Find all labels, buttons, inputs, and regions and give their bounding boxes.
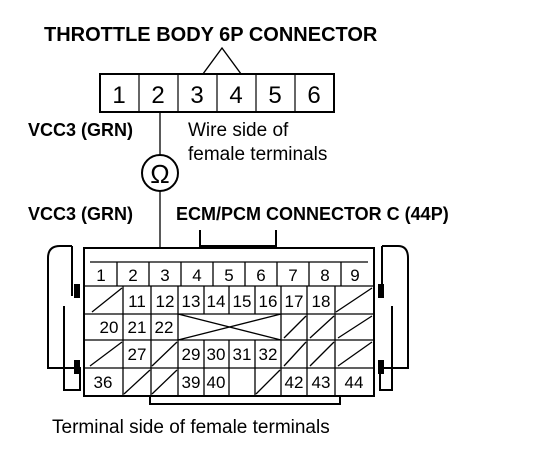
ecm-pin-40: 40 [207, 373, 226, 392]
terminal-side-caption: Terminal side of female terminals [52, 417, 330, 438]
ecm-pin-43: 43 [312, 373, 331, 392]
throttle-pin-4: 4 [229, 82, 242, 109]
ecm-pin-labels: 1 2 3 4 5 6 7 8 9 11 12 13 14 15 16 17 1… [94, 266, 364, 392]
lock-tab-left [74, 284, 80, 298]
upper-wire-label: VCC3 (GRN) [28, 120, 133, 140]
throttle-pin-2: 2 [151, 82, 164, 109]
throttle-pin-1: 1 [112, 82, 125, 109]
ecm-pin-17: 17 [285, 292, 304, 311]
lower-wire-label: VCC3 (GRN) [28, 204, 133, 224]
ecm-pin-13: 13 [182, 292, 201, 311]
ecm-pin-9: 9 [350, 266, 359, 285]
ecm-pin-14: 14 [207, 292, 226, 311]
throttle-connector-pins: 1 2 3 4 5 6 [112, 74, 321, 112]
throttle-pin-6: 6 [307, 82, 320, 109]
ecm-pin-31: 31 [233, 345, 252, 364]
lock-tab-left-lower [74, 360, 80, 374]
lock-tab-right [378, 284, 384, 298]
ecm-pin-39: 39 [182, 373, 201, 392]
wire-side-line1: Wire side of [188, 120, 289, 141]
ecm-pin-15: 15 [233, 292, 252, 311]
lock-tab-right-lower [378, 360, 384, 374]
ohm-symbol: Ω [150, 159, 169, 189]
ecm-pin-4: 4 [192, 266, 201, 285]
ecm-pin-20: 20 [100, 318, 119, 337]
ecm-pin-36: 36 [94, 373, 113, 392]
ecm-pin-6: 6 [256, 266, 265, 285]
connector-key-tab [199, 46, 245, 79]
ecm-pin-42: 42 [285, 373, 304, 392]
ecm-pin-5: 5 [224, 266, 233, 285]
ecm-pin-30: 30 [207, 345, 226, 364]
wire-side-line2: female terminals [188, 144, 327, 165]
ecm-pin-27: 27 [128, 345, 147, 364]
ecm-pin-1: 1 [96, 266, 105, 285]
ecm-pin-12: 12 [156, 292, 175, 311]
ecm-pin-18: 18 [312, 292, 331, 311]
throttle-connector-title: THROTTLE BODY 6P CONNECTOR [44, 24, 378, 46]
ecm-pin-8: 8 [320, 266, 329, 285]
ecm-pin-2: 2 [128, 266, 137, 285]
ecm-pin-29: 29 [182, 345, 201, 364]
ecm-pin-22: 22 [155, 318, 174, 337]
ecm-connector-title: ECM/PCM CONNECTOR C (44P) [176, 204, 449, 224]
ecm-pin-3: 3 [160, 266, 169, 285]
throttle-pin-3: 3 [190, 82, 203, 109]
ecm-pin-11: 11 [128, 292, 146, 311]
ecm-pin-21: 21 [128, 318, 147, 337]
ecm-pin-7: 7 [288, 266, 297, 285]
ecm-pin-32: 32 [259, 345, 278, 364]
throttle-pin-5: 5 [268, 82, 281, 109]
ecm-pin-16: 16 [259, 292, 278, 311]
unused-cavity-marks [89, 287, 373, 395]
ecm-pin-grid [84, 261, 374, 396]
ecm-pin-44: 44 [345, 373, 364, 392]
